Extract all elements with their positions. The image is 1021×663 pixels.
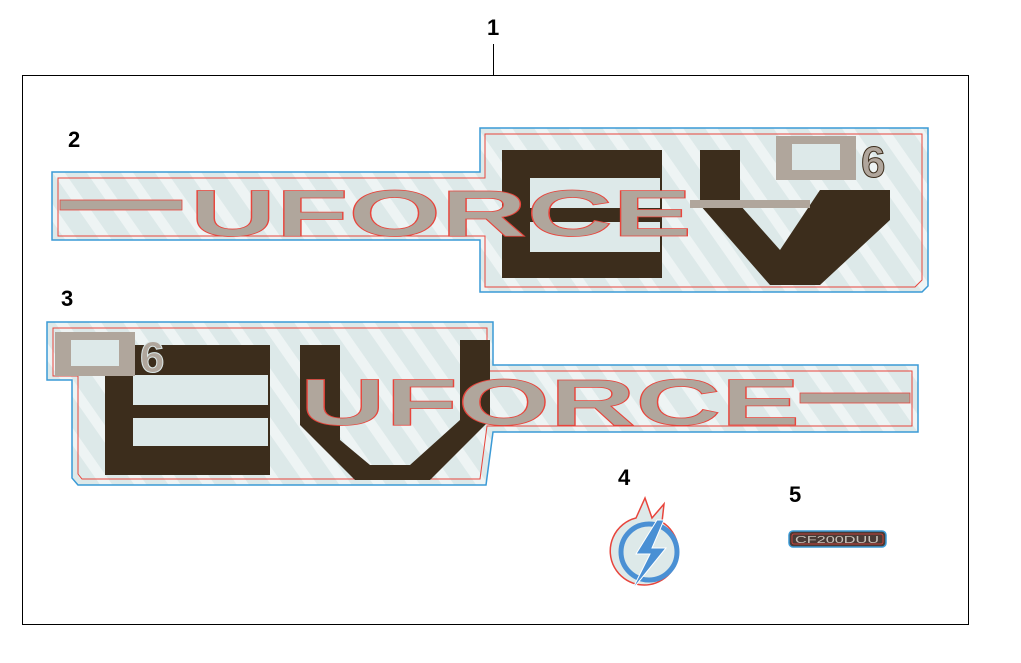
decal-5-text: CF200DUU (795, 535, 879, 546)
parts-frame (22, 75, 969, 625)
callout-2: 2 (68, 127, 81, 152)
decal-3: 6 UFORCE (46, 321, 919, 486)
callout-4: 4 (618, 465, 631, 490)
decal-4 (609, 495, 680, 591)
lightning-bolt-icon (631, 519, 668, 591)
svg-text:6: 6 (861, 138, 885, 187)
decal-5: CF200DUU (788, 530, 887, 548)
decal-2: 6 UFORCE (51, 127, 929, 293)
callout-1: 1 (487, 15, 500, 40)
svg-text:UFORCE: UFORCE (190, 176, 692, 250)
svg-text:6: 6 (140, 333, 164, 382)
svg-text:UFORCE: UFORCE (300, 365, 800, 439)
leader-line-1 (493, 44, 494, 75)
callout-5: 5 (789, 482, 802, 507)
callout-3: 3 (61, 286, 74, 311)
